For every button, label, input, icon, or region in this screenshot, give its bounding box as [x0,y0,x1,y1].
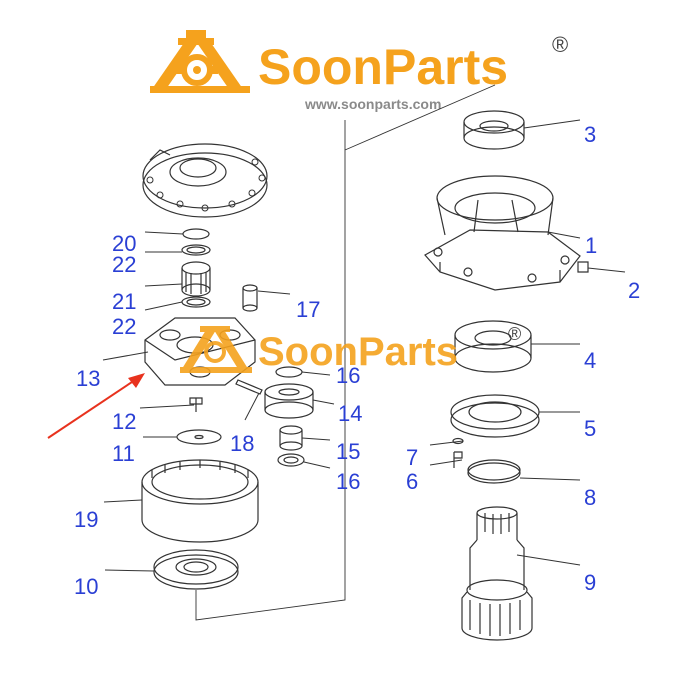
callout-17: 17 [296,297,320,322]
brand-name: SoonParts [258,39,508,95]
part-bearing [264,383,314,419]
callout-13: 13 [76,366,100,391]
callout-22b: 22 [112,314,136,339]
leader-lines [102,119,626,572]
callout-3: 3 [584,122,596,147]
watermark-gear-icon [180,326,252,373]
callout-22a: 22 [112,252,136,277]
callout-4: 4 [584,348,596,373]
brand-logo: SoonParts ® www.soonparts.com [150,30,568,112]
registered-mark: ® [552,32,568,57]
part-housing [424,175,581,291]
watermark-registered-mark: ® [508,324,521,344]
callout-16b: 16 [336,469,360,494]
callout-6: 6 [406,469,418,494]
callout-5: 5 [584,416,596,441]
callout-16a: 16 [336,363,360,388]
callout-8: 8 [584,485,596,510]
callout-12: 12 [112,409,136,434]
callout-19: 19 [74,507,98,532]
callout-numbers: 1 2 3 4 5 6 7 8 9 10 11 12 13 14 15 16 1… [74,122,640,599]
callout-11: 11 [112,441,135,466]
callout-2: 2 [628,278,640,303]
callout-21: 21 [112,289,136,314]
callout-9: 9 [584,570,596,595]
watermark-text: SoonParts [258,330,458,374]
part-carrier-flange [142,143,268,218]
part-ring-gear [141,459,259,543]
callout-7: 7 [406,445,418,470]
callout-14: 14 [338,401,362,426]
callout-15: 15 [336,439,360,464]
part-planet-gear [181,261,211,297]
gear-logo-icon [150,30,250,93]
part-thrust-plate [153,549,239,590]
callout-18: 18 [230,431,254,456]
watermark-logo: SoonParts ® [180,324,521,374]
callout-1: 1 [585,233,597,258]
part-bearing-top [463,110,525,150]
brand-url: www.soonparts.com [304,96,441,112]
part-pinion-shaft [461,506,533,641]
part-pin [242,284,258,312]
callout-10: 10 [74,574,98,599]
callout-20: 20 [112,231,136,256]
highlight-arrow [47,373,145,439]
